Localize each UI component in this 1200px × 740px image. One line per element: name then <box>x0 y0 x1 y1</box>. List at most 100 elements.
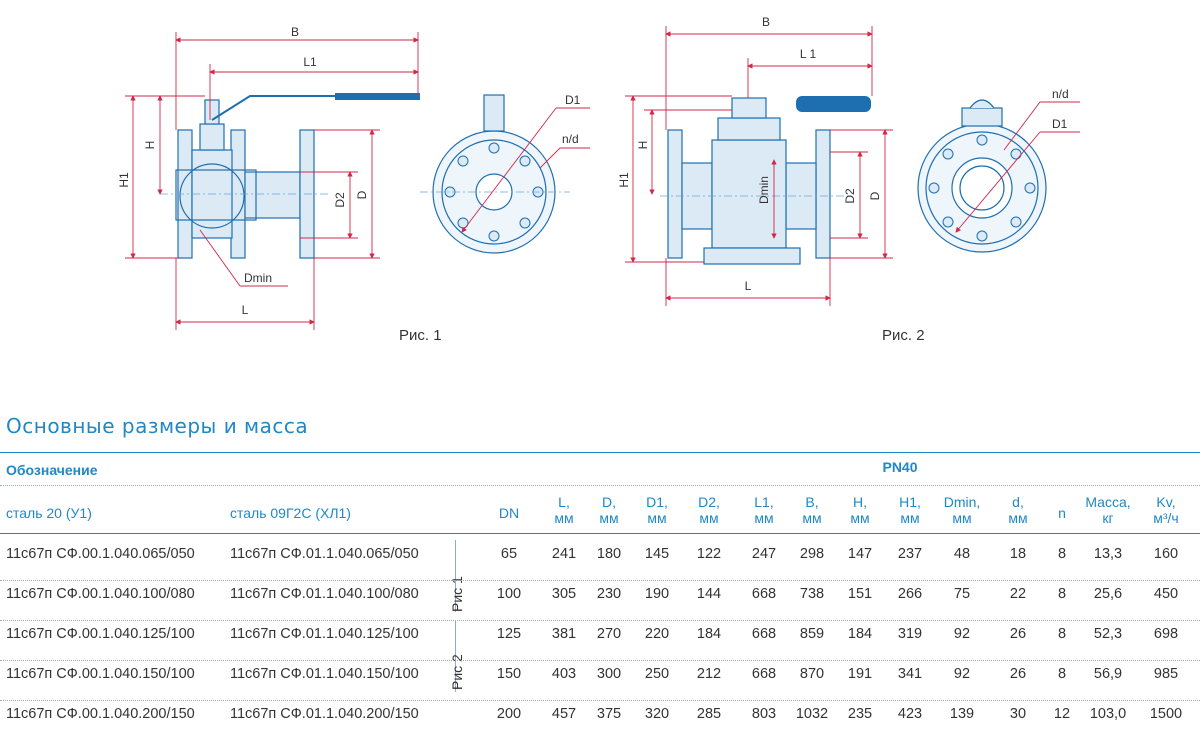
table-cell: 147 <box>847 546 873 562</box>
column-header-unit: мм <box>554 510 574 526</box>
table-cell: 250 <box>644 666 670 682</box>
fig2-label-d1: D1 <box>1052 117 1068 131</box>
table-cell: 235 <box>847 706 873 722</box>
fig1-label-h1: H1 <box>117 172 131 188</box>
cell-designation-steel20: 11с67п СФ.00.1.040.150/100 <box>6 666 195 682</box>
column-header-top: D1, <box>646 494 668 510</box>
fig2-label-nd: n/d <box>1052 87 1069 101</box>
table-cell: 237 <box>897 546 923 562</box>
table-cell: 212 <box>696 666 722 682</box>
table-cell: 200 <box>496 706 522 722</box>
pressure-header: PN40 <box>882 459 918 475</box>
column-header-top: Kv, <box>1156 494 1176 510</box>
table-cell: 122 <box>696 546 722 562</box>
column-header: H,мм <box>830 494 890 526</box>
table-cell: 859 <box>799 626 825 642</box>
fig2-label-b: B <box>762 15 770 29</box>
table-cell: 145 <box>644 546 670 562</box>
column-header-unit: мм <box>599 510 619 526</box>
cell-designation-steel20: 11с67п СФ.00.1.040.100/080 <box>6 586 195 602</box>
table-row: 11с67п СФ.00.1.040.100/080 11с67п СФ.01.1… <box>0 580 1200 621</box>
table-cell: 450 <box>1153 586 1179 602</box>
fig1-label-h: H <box>143 141 157 150</box>
table-cell: 8 <box>1057 666 1067 682</box>
table-cell: 26 <box>1009 626 1027 642</box>
table-cell: 13,3 <box>1093 546 1123 562</box>
table-cell: 668 <box>751 666 777 682</box>
figure-1-caption: Рис. 1 <box>399 327 442 344</box>
table-cell: 8 <box>1057 586 1067 602</box>
table-cell: 738 <box>799 586 825 602</box>
fig2-label-d: D <box>868 191 882 200</box>
col-header-steel20: сталь 20 (У1) <box>6 505 92 521</box>
column-header: Масса,кг <box>1078 494 1138 526</box>
table-cell: 144 <box>696 586 722 602</box>
column-header: DN <box>479 505 539 521</box>
table-cell: 12 <box>1053 706 1071 722</box>
column-header-top: H, <box>853 494 867 510</box>
table-cell: 8 <box>1057 626 1067 642</box>
table-row: 11с67п СФ.00.1.040.125/100 11с67п СФ.01.1… <box>0 620 1200 661</box>
table-cell: 180 <box>596 546 622 562</box>
table-cell: 341 <box>897 666 923 682</box>
table-row: 11с67п СФ.00.1.040.150/100 11с67п СФ.01.1… <box>0 660 1200 701</box>
table-cell: 457 <box>551 706 577 722</box>
table-cell: 184 <box>696 626 722 642</box>
table-cell: 22 <box>1009 586 1027 602</box>
table-cell: 698 <box>1153 626 1179 642</box>
table-cell: 266 <box>897 586 923 602</box>
table-cell: 298 <box>799 546 825 562</box>
cell-designation-steel20: 11с67п СФ.00.1.040.125/100 <box>6 626 195 642</box>
fig1-label-d1: D1 <box>565 93 581 107</box>
fig1-label-d2: D2 <box>333 192 347 208</box>
table-cell: 985 <box>1153 666 1179 682</box>
table-cell: 1032 <box>795 706 829 722</box>
column-header-top: L1, <box>754 494 774 510</box>
table-cell: 668 <box>751 626 777 642</box>
column-header: d,мм <box>988 494 1048 526</box>
fig1-label-b: B <box>291 25 299 39</box>
figure-2-drawing: B L 1 H1 H Dmin D2 D L n/d D1 <box>617 15 1080 306</box>
table-cell: 381 <box>551 626 577 642</box>
table-cell: 803 <box>751 706 777 722</box>
table-cell: 25,6 <box>1093 586 1123 602</box>
column-header-unit: м³/ч <box>1153 510 1179 526</box>
fig2-label-d2: D2 <box>843 188 857 204</box>
fig1-label-dmin: Dmin <box>244 271 272 285</box>
fig2-label-dmin: Dmin <box>757 176 771 204</box>
column-header-unit: мм <box>900 510 920 526</box>
table-cell: 8 <box>1057 546 1067 562</box>
column-header-top: Масса, <box>1085 494 1131 510</box>
column-header-top: DN <box>498 505 520 521</box>
table-cell: 160 <box>1153 546 1179 562</box>
section-title: Основные размеры и масса <box>6 414 309 438</box>
table-cell: 92 <box>953 626 971 642</box>
cell-designation-09g2s: 11с67п СФ.01.1.040.125/100 <box>230 626 419 642</box>
table-cell: 103,0 <box>1089 706 1127 722</box>
table-cell: 184 <box>847 626 873 642</box>
table-cell: 285 <box>696 706 722 722</box>
column-header: Dmin,мм <box>932 494 992 526</box>
column-header-top: Dmin, <box>943 494 981 510</box>
cell-designation-09g2s: 11с67п СФ.01.1.040.065/050 <box>230 546 419 562</box>
table-cell: 300 <box>596 666 622 682</box>
table-cell: 319 <box>897 626 923 642</box>
table-cell: 100 <box>496 586 522 602</box>
fig2-label-h: H <box>636 141 650 150</box>
fig1-label-l1: L1 <box>303 55 317 69</box>
table-cell: 220 <box>644 626 670 642</box>
column-header: D2,мм <box>679 494 739 526</box>
cell-designation-09g2s: 11с67п СФ.01.1.040.100/080 <box>230 586 419 602</box>
cell-designation-09g2s: 11с67п СФ.01.1.040.150/100 <box>230 666 419 682</box>
table-cell: 270 <box>596 626 622 642</box>
table-cell: 320 <box>644 706 670 722</box>
fig1-label-l: L <box>242 303 249 317</box>
table-cell: 30 <box>1009 706 1027 722</box>
cell-designation-steel20: 11с67п СФ.00.1.040.200/150 <box>6 706 195 722</box>
table-cell: 241 <box>551 546 577 562</box>
table-cell: 668 <box>751 586 777 602</box>
fig2-label-h1: H1 <box>617 172 631 188</box>
fig1-label-nd: n/d <box>562 132 579 146</box>
